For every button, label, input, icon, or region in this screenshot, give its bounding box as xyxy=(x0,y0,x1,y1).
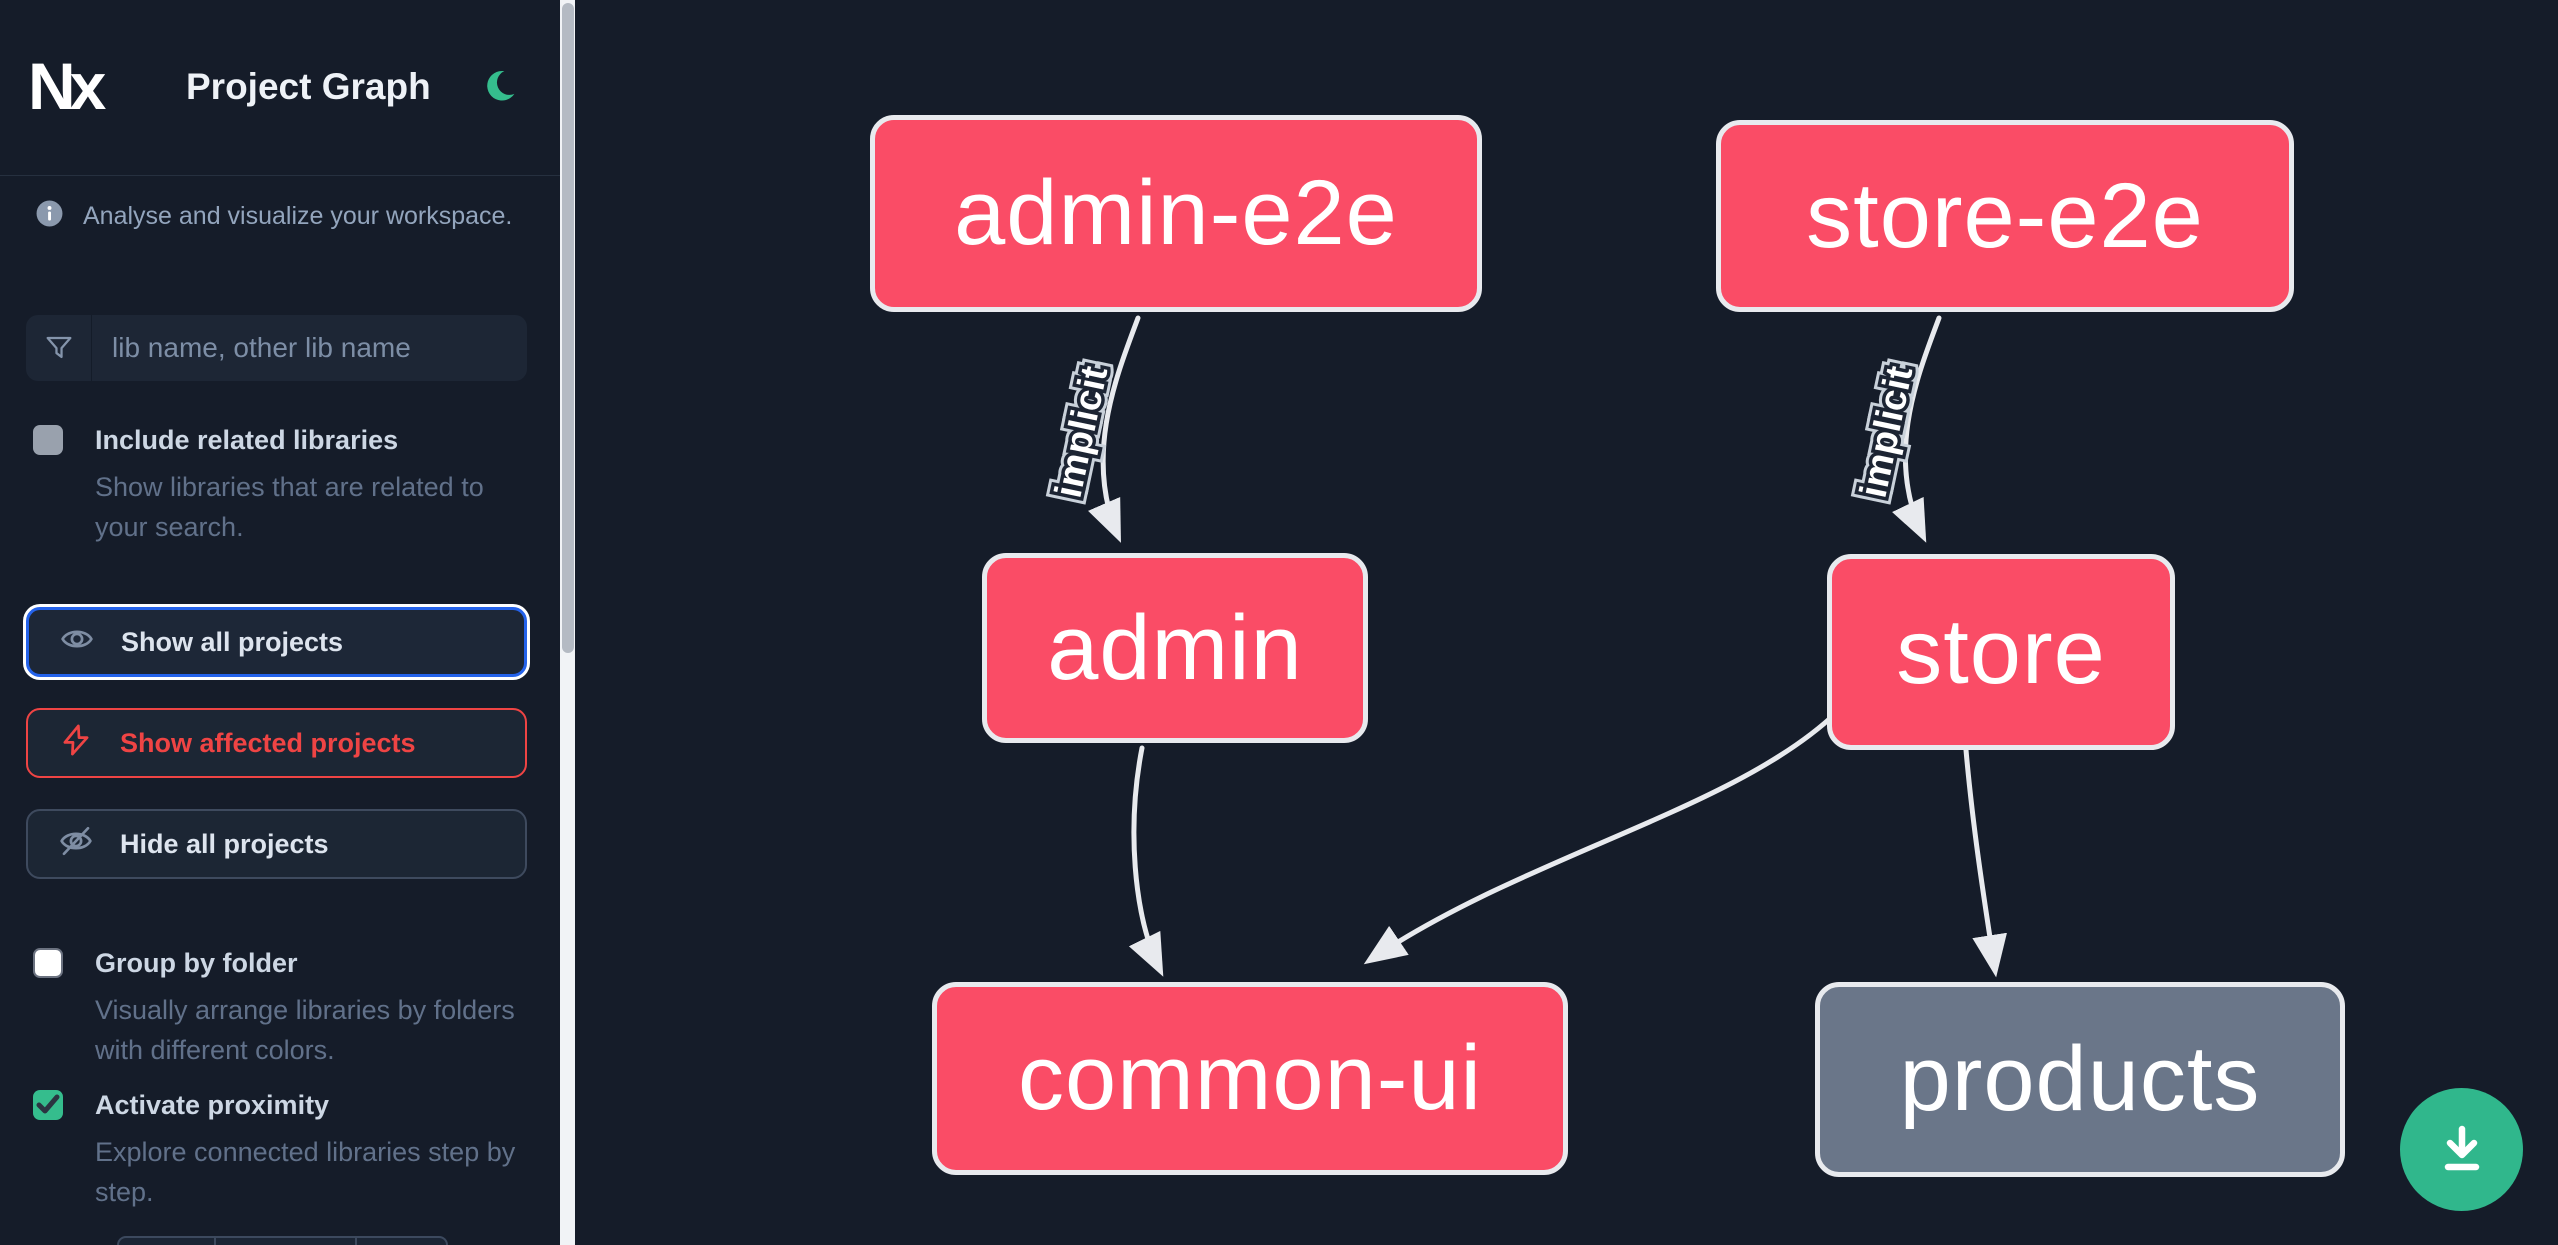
node-common-ui[interactable]: common-ui xyxy=(932,982,1568,1175)
button-label: Show affected projects xyxy=(120,727,416,758)
edge-store-e2e-store[interactable] xyxy=(1892,315,1942,543)
option-description: Show libraries that are related to your … xyxy=(95,472,484,542)
show-affected-projects-button[interactable]: Show affected projects xyxy=(26,708,527,778)
node-label: products xyxy=(1899,1028,2261,1130)
download-icon xyxy=(2431,1117,2493,1182)
eye-off-icon xyxy=(58,823,94,866)
option-label: Group by folder xyxy=(95,948,298,978)
header-divider xyxy=(0,175,560,176)
node-store[interactable]: store xyxy=(1827,554,2175,750)
sidebar: Nx Project Graph Analyse and visualize y… xyxy=(0,0,560,1245)
info-icon xyxy=(36,200,63,232)
node-store-e2e[interactable]: store-e2e xyxy=(1716,120,2294,312)
edge-label-implicit-store: implicit implicit xyxy=(1846,356,1928,508)
node-label: store-e2e xyxy=(1806,164,2204,267)
funnel-icon xyxy=(26,315,92,381)
workspace-tagline: Analyse and visualize your workspace. xyxy=(83,201,513,230)
node-label: admin xyxy=(1047,596,1303,699)
button-label: Show all projects xyxy=(121,626,344,657)
hide-all-projects-button[interactable]: Hide all projects xyxy=(26,809,527,879)
sidebar-header: Nx Project Graph xyxy=(0,0,560,175)
option-label: Activate proximity xyxy=(95,1090,330,1120)
include-related-checkbox[interactable] xyxy=(33,425,63,455)
button-label: Hide all projects xyxy=(120,828,329,859)
node-label: store xyxy=(1896,600,2106,703)
node-label: admin-e2e xyxy=(954,162,1398,264)
option-activate-proximity: Activate proximity Explore connected lib… xyxy=(33,1090,535,1212)
edge-store-products[interactable] xyxy=(1963,747,2007,978)
graph-edges-layer: implicit implicit implicit implicit xyxy=(1041,315,2007,978)
edge-store-common-ui[interactable] xyxy=(1363,709,1840,965)
eye-icon xyxy=(59,621,95,664)
edge-admin-common-ui[interactable] xyxy=(1128,745,1164,977)
node-products[interactable]: products xyxy=(1815,982,2345,1177)
nx-logo: Nx xyxy=(28,49,106,123)
option-group-by-folder: Group by folder Visually arrange librari… xyxy=(33,948,535,1070)
bolt-icon xyxy=(58,722,94,765)
workspace-tagline-row: Analyse and visualize your workspace. xyxy=(36,200,512,232)
activate-proximity-checkbox[interactable] xyxy=(33,1090,63,1120)
page-title: Project Graph xyxy=(186,66,431,107)
option-label: Include related libraries xyxy=(95,425,399,455)
search-input[interactable] xyxy=(92,315,527,381)
node-admin-e2e[interactable]: admin-e2e xyxy=(870,115,1482,312)
group-by-folder-checkbox[interactable] xyxy=(33,948,63,978)
option-description: Visually arrange libraries by folders wi… xyxy=(95,995,515,1065)
node-label: common-ui xyxy=(1017,1027,1482,1129)
moon-icon xyxy=(479,70,517,109)
sidebar-scrollbar-thumb[interactable] xyxy=(561,3,574,653)
option-include-related: Include related libraries Show libraries… xyxy=(33,425,535,547)
project-graph-canvas[interactable]: implicit implicit implicit implicit admi… xyxy=(575,0,2558,1245)
show-all-projects-button[interactable]: Show all projects xyxy=(26,607,527,677)
svg-text:implicit: implicit xyxy=(1853,362,1922,501)
proximity-depth-control[interactable] xyxy=(117,1236,448,1245)
node-admin[interactable]: admin xyxy=(982,553,1368,743)
dark-mode-toggle[interactable] xyxy=(478,68,518,108)
download-graph-button[interactable] xyxy=(2400,1088,2523,1211)
check-icon xyxy=(36,1094,60,1114)
edge-admin-e2e-admin[interactable] xyxy=(1088,315,1141,543)
search-box xyxy=(26,315,527,381)
sidebar-scrollbar xyxy=(560,0,575,1245)
option-description: Explore connected libraries step by step… xyxy=(95,1137,516,1207)
